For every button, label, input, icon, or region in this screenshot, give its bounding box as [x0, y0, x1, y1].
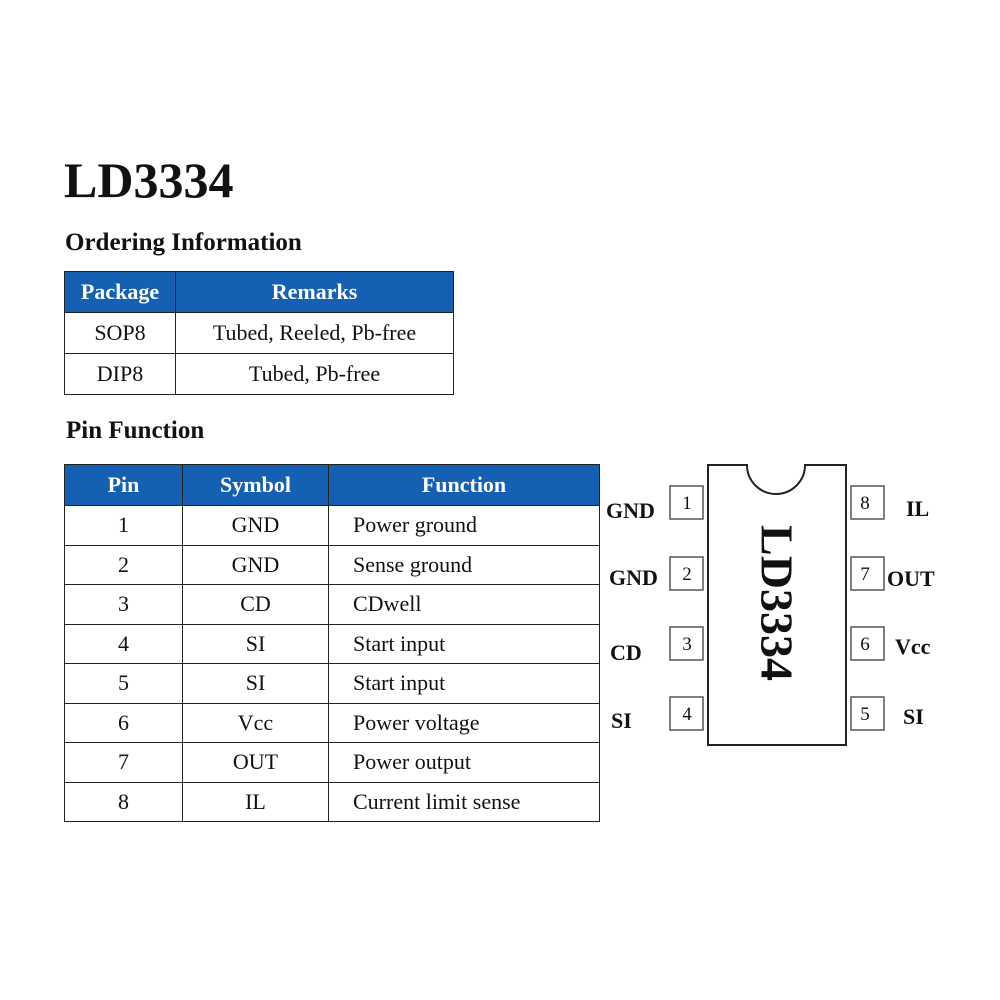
- pin-number-cell: 1: [64, 505, 183, 546]
- pin-box-5: [850, 696, 885, 731]
- pin-number-cell: 2: [64, 544, 183, 585]
- table-row: 1 GND Power ground: [64, 505, 600, 546]
- pin-number-cell: 3: [64, 584, 183, 625]
- pin-number: 7: [860, 564, 870, 585]
- table-row: 4 SI Start input: [64, 623, 600, 664]
- symbol-cell: OUT: [182, 742, 329, 783]
- symbol-cell: SI: [182, 663, 329, 704]
- pin-box-3: [669, 626, 704, 661]
- pin-number-cell: 8: [64, 781, 183, 822]
- function-cell: Sense ground: [328, 544, 600, 585]
- table-row: 6 Vcc Power voltage: [64, 702, 600, 743]
- symbol-cell: Vcc: [182, 702, 329, 743]
- pin-box-2: [669, 556, 704, 591]
- table-row: 5 SI Start input: [64, 663, 600, 704]
- column-header-package: Package: [64, 271, 176, 313]
- pin-label: OUT: [887, 566, 935, 591]
- column-header-function: Function: [328, 464, 600, 506]
- function-cell: Power ground: [328, 505, 600, 546]
- pin-number-cell: 7: [64, 742, 183, 783]
- pin-box-6: [850, 626, 885, 661]
- table-header-row: Package Remarks: [64, 271, 454, 313]
- symbol-cell: GND: [182, 544, 329, 585]
- pin-label: IL: [906, 496, 929, 521]
- table-row: 8 IL Current limit sense: [64, 781, 600, 822]
- pin-function-heading: Pin Function: [66, 417, 205, 444]
- pin-number-cell: 6: [64, 702, 183, 743]
- function-cell: Start input: [328, 623, 600, 664]
- package-cell: DIP8: [64, 353, 176, 395]
- table-row: 3 CD CDwell: [64, 584, 600, 625]
- chip-pinout-diagram: 1 2 3 4 8 7 6 5 GND GND CD SI IL OUT Vcc…: [606, 464, 935, 746]
- pin-label: Vcc: [895, 634, 931, 659]
- pin-label: GND: [606, 498, 655, 523]
- pin-number-cell: 4: [64, 623, 183, 664]
- chip-body: [707, 464, 847, 746]
- table-row: 7 OUT Power output: [64, 742, 600, 783]
- symbol-cell: GND: [182, 505, 329, 546]
- function-cell: CDwell: [328, 584, 600, 625]
- pin-box-4: [669, 696, 704, 731]
- table-row: SOP8 Tubed, Reeled, Pb-free: [64, 312, 454, 354]
- pin-number: 1: [682, 493, 692, 514]
- page-title: LD3334: [64, 152, 234, 208]
- package-cell: SOP8: [64, 312, 176, 354]
- pin-number: 5: [860, 704, 870, 725]
- function-cell: Start input: [328, 663, 600, 704]
- pin-number: 6: [860, 634, 870, 655]
- column-header-remarks: Remarks: [175, 271, 454, 313]
- pin-box-1: [669, 485, 704, 520]
- remarks-cell: Tubed, Reeled, Pb-free: [175, 312, 454, 354]
- symbol-cell: IL: [182, 781, 329, 822]
- chip-label: LD3334: [752, 525, 803, 681]
- remarks-cell: Tubed, Pb-free: [175, 353, 454, 395]
- column-header-pin: Pin: [64, 464, 183, 506]
- pin-number: 2: [682, 564, 692, 585]
- pin-label: CD: [610, 640, 642, 665]
- function-cell: Power voltage: [328, 702, 600, 743]
- function-cell: Current limit sense: [328, 781, 600, 822]
- pin-label: SI: [903, 704, 924, 729]
- table-row: DIP8 Tubed, Pb-free: [64, 353, 454, 395]
- column-header-symbol: Symbol: [182, 464, 329, 506]
- pin-label: GND: [609, 565, 658, 590]
- pin-number: 8: [860, 493, 870, 514]
- symbol-cell: SI: [182, 623, 329, 664]
- pin-box-7: [850, 556, 885, 591]
- ordering-info-heading: Ordering Information: [65, 229, 302, 256]
- function-cell: Power output: [328, 742, 600, 783]
- pin-label: SI: [611, 708, 632, 733]
- pin-number: 4: [682, 704, 692, 725]
- pin-number: 3: [682, 634, 692, 655]
- table-row: 2 GND Sense ground: [64, 544, 600, 585]
- symbol-cell: CD: [182, 584, 329, 625]
- ordering-info-table: Package Remarks SOP8 Tubed, Reeled, Pb-f…: [64, 271, 454, 395]
- pin-function-table: Pin Symbol Function 1 GND Power ground 2…: [64, 464, 600, 822]
- pin-box-8: [850, 485, 885, 520]
- pin-number-cell: 5: [64, 663, 183, 704]
- table-header-row: Pin Symbol Function: [64, 464, 600, 506]
